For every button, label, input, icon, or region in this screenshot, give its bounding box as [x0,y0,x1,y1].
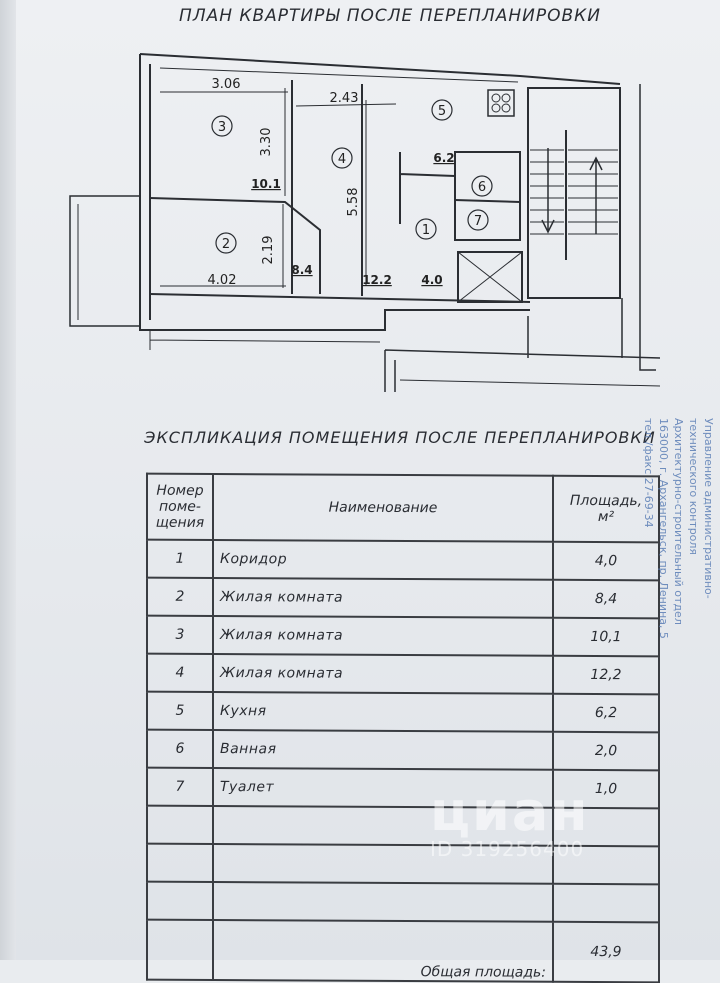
plan-wall [149,197,321,294]
plan-stair-arrow [589,156,603,234]
total-label: Общая площадь: [213,920,553,982]
row-name: Ванная [213,730,553,770]
room-number: 3 [218,120,226,135]
dimension-label: 5.58 [346,188,361,217]
row-area: 6,2 [553,693,659,733]
row-number: 6 [147,729,213,769]
row-number: 1 [147,539,213,579]
plan-title: ПЛАН КВАРТИРЫ ПОСЛЕ ПЕРЕПЛАНИРОВКИ [179,6,601,26]
plan-wall [639,84,656,371]
row-name: Жилая комната [213,578,553,618]
room-number: 2 [222,237,230,252]
room-number: 6 [478,180,486,195]
room-area-label: 10.1 [251,177,281,191]
table-row: 4 Жилая комната 12,2 [147,653,659,695]
table-row: 3 Жилая комната 10,1 [147,615,659,657]
watermark-id: ID 319256400 [430,837,585,861]
page-edge [0,0,16,960]
row-area: 10,1 [553,617,659,657]
room-number: 5 [438,104,446,119]
floor-plan: 1 2 3 4 5 6 7 3.06 2.43 3.30 5.58 2.19 4… [69,53,661,392]
plan-wall [454,199,521,203]
room-area-label: 4.0 [421,273,442,287]
row-name: Жилая комната [213,616,553,656]
row-name: Жилая комната [213,654,553,694]
row-number: 5 [147,691,213,731]
plan-stove [487,89,515,117]
plan-stair-arrow [541,148,555,234]
plan-stairs [530,149,564,235]
plan-balcony [69,195,141,327]
document-sheet [0,0,720,960]
plan-wall [149,293,531,303]
plan-stairwell [527,87,621,299]
table-row: 2 Жилая комната 8,4 [147,577,659,619]
table-row: 5 Кухня 6,2 [147,691,659,733]
plan-wall [139,53,621,85]
approval-stamp: Управление административно- технического… [642,418,715,639]
dimension-label: 3.06 [212,77,241,92]
plan-wall [399,152,456,224]
plan-elevator-cross [457,251,523,303]
plan-wall [159,67,519,83]
plan-axis-line [399,379,661,387]
dimension-label: 2.19 [261,236,276,265]
row-number: 7 [147,767,213,807]
plan-elevator [457,251,523,303]
table-row: 6 Ванная 2,0 [147,729,659,771]
dimension-label: 2.43 [330,91,359,106]
plan-dimension-line [295,103,397,107]
room-area-label: 6.2 [433,151,454,165]
watermark: циан ID 319256400 [430,780,590,861]
row-number: 4 [147,653,213,693]
row-area: 12,2 [553,655,659,695]
table-row-empty [147,881,659,923]
header-number: Номер поме- щения [147,473,213,541]
dimension-label: 3.30 [259,128,274,157]
room-area-label: 8.4 [291,263,312,277]
row-number: 3 [147,615,213,655]
room-number: 7 [474,214,482,229]
table-total-row: Общая площадь: 43,9 [147,919,659,983]
row-name: Кухня [213,692,553,732]
room-area-label: 12.2 [362,273,392,287]
watermark-logo: циан [430,780,590,843]
row-number: 2 [147,577,213,617]
table-title: ЭКСПЛИКАЦИЯ ПОМЕЩЕНИЯ ПОСЛЕ ПЕРЕПЛАНИРОВ… [144,428,656,447]
dimension-label: 4.02 [208,273,237,288]
plan-axis-line [149,330,381,350]
row-area: 2,0 [553,731,659,771]
row-area: 8,4 [553,579,659,619]
plan-bathroom-block [454,151,521,241]
plan-stairs [568,149,618,235]
room-number: 1 [422,223,430,238]
room-number: 4 [338,152,346,167]
plan-wall [384,298,661,392]
total-value: 43,9 [553,921,659,983]
